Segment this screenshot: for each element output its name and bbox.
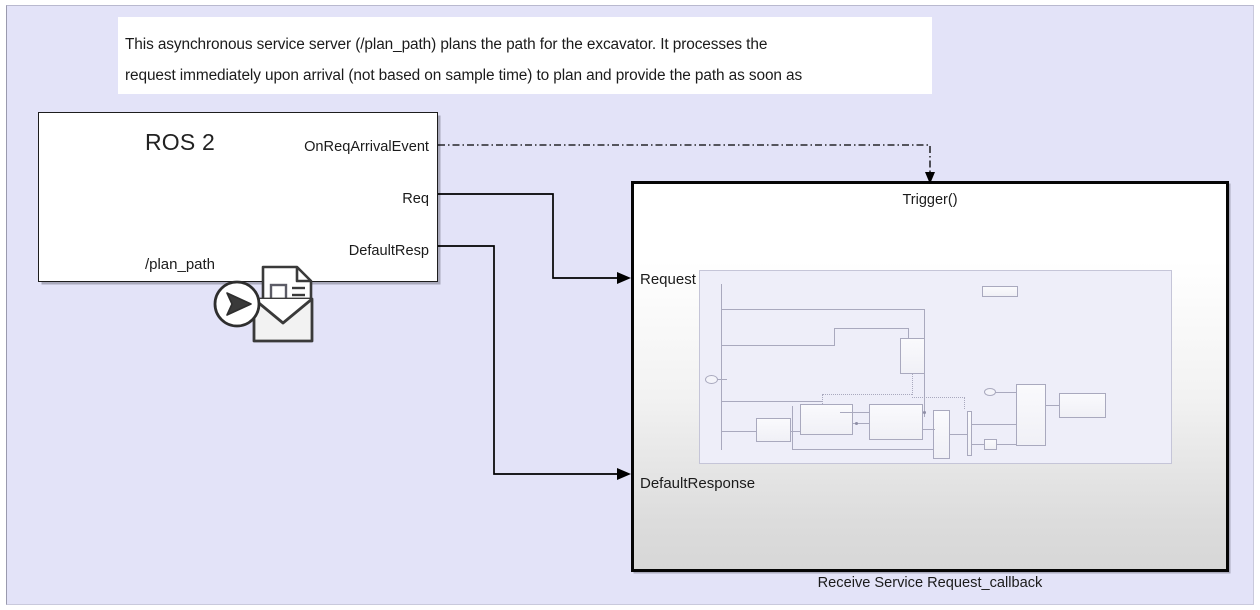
- thumb-dotted-line: [822, 394, 823, 412]
- thumb-dotted-line: [912, 397, 965, 398]
- subsystem-contents-thumbnail: [699, 270, 1172, 464]
- thumb-box: [1059, 393, 1106, 418]
- thumb-line: [721, 345, 834, 346]
- thumb-box: [756, 418, 791, 442]
- receive-service-request-callback-subsystem[interactable]: Trigger() Request DefaultResponse: [631, 181, 1229, 572]
- ros-output-port-req[interactable]: Req: [402, 191, 429, 207]
- thumb-box: [1016, 384, 1046, 446]
- thumb-junction-dot: [855, 422, 858, 425]
- annotation-line-1: This asynchronous service server (/plan_…: [125, 36, 768, 53]
- thumb-dotted-line: [822, 394, 912, 395]
- thumb-junction-dot: [923, 411, 926, 414]
- thumb-line: [908, 328, 909, 341]
- thumb-line: [834, 328, 909, 329]
- thumb-line: [972, 444, 984, 445]
- subsystem-input-port-request[interactable]: Request: [640, 271, 696, 288]
- thumb-line: [717, 379, 727, 380]
- thumb-line: [923, 429, 935, 430]
- model-annotation[interactable]: This asynchronous service server (/plan_…: [118, 17, 932, 94]
- thumb-line: [950, 434, 967, 435]
- thumb-dotted-line: [912, 374, 913, 395]
- thumb-box: [869, 404, 923, 440]
- thumb-line: [721, 431, 756, 432]
- ros-service-envelope-icon: [213, 265, 314, 343]
- thumb-line: [792, 449, 937, 450]
- ros-output-port-defaultresp[interactable]: DefaultResp: [348, 243, 429, 259]
- thumb-line: [840, 412, 870, 413]
- thumb-box: [982, 286, 1018, 297]
- ros2-service-name: /plan_path: [144, 256, 216, 273]
- thumb-box: [967, 411, 972, 456]
- ros2-service-server-block[interactable]: ROS 2 /plan_path OnReqArrivalEvent Req D…: [38, 112, 438, 343]
- thumb-line: [853, 423, 870, 424]
- thumb-dotted-line: [964, 397, 965, 409]
- thumb-box: [900, 338, 925, 374]
- thumb-line: [995, 392, 1017, 393]
- thumb-line: [834, 328, 835, 346]
- thumb-line: [721, 309, 924, 310]
- ros-output-port-onreqarrivalevent[interactable]: OnReqArrivalEvent: [304, 139, 429, 155]
- thumb-line: [721, 284, 722, 450]
- thumb-line: [792, 406, 793, 450]
- thumb-line: [1046, 405, 1060, 406]
- thumb-line: [972, 424, 1016, 425]
- thumb-line: [721, 401, 822, 402]
- thumb-box: [800, 404, 853, 435]
- subsystem-block-name: Receive Service Request_callback: [817, 575, 1043, 591]
- ros2-block-title: ROS 2: [144, 129, 216, 155]
- thumb-box: [933, 410, 950, 459]
- thumb-line: [996, 444, 1017, 445]
- subsystem-input-port-defaultresponse[interactable]: DefaultResponse: [640, 475, 756, 492]
- trigger-port-label: Trigger(): [902, 192, 958, 208]
- annotation-line-2: request immediately upon arrival (not ba…: [125, 67, 803, 84]
- thumb-line: [791, 431, 801, 432]
